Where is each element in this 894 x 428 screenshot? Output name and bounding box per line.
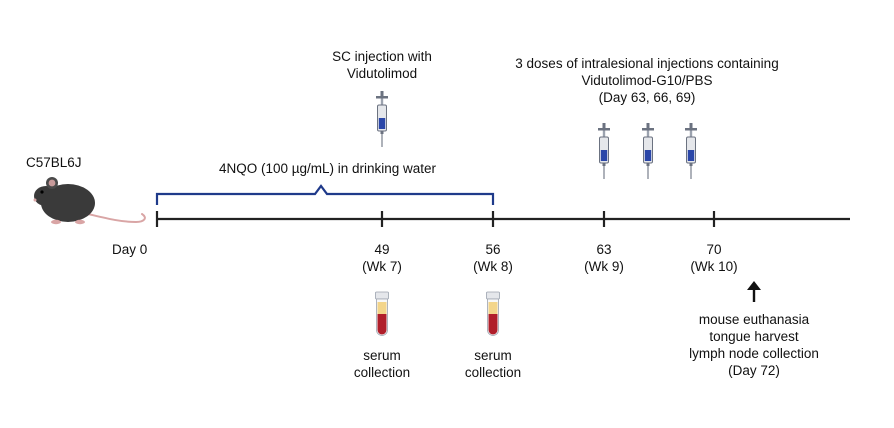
sc-injection-line1: SC injection with [332,49,432,64]
endpoint-line1: mouse euthanasia [698,312,810,327]
sc-injection-line2: Vidutolimod [346,66,418,81]
up-arrow-icon [747,281,761,302]
serum-line2: collection [464,365,522,380]
serum-collection-label: serum collection [448,347,538,381]
tick-label-56: 56 (Wk 8) [453,241,533,275]
tick-week: (Wk 8) [473,259,513,274]
mouse-icon [33,177,146,225]
serum-line1: serum [363,348,401,363]
tick-week: (Wk 9) [584,259,624,274]
tick-label-63: 63 (Wk 9) [564,241,644,275]
intralesional-line1: 3 doses of intralesional injections cont… [515,56,779,71]
mouse-strain-label: C57BL6J [26,155,82,170]
day0-label: Day 0 [112,242,148,257]
tick-label-70: 70 (Wk 10) [674,241,754,275]
sc-injection-label: SC injection with Vidutolimod [282,48,482,82]
tick-day: 70 [706,242,722,257]
treatment-label: 4NQO (100 µg/mL) in drinking water [218,161,437,176]
tick-day: 56 [485,242,501,257]
intralesional-line3: (Day 63, 66, 69) [598,90,696,105]
tick-day: 49 [374,242,390,257]
tick-week: (Wk 10) [690,259,738,274]
intralesional-line2: Vidutolimod-G10/PBS [581,73,713,88]
tick-day: 63 [596,242,612,257]
serum-line1: serum [474,348,512,363]
syringe-icon [641,122,655,180]
treatment-bracket [155,184,495,205]
endpoint-line3: lymph node collection [689,346,819,361]
intralesional-label: 3 doses of intralesional injections cont… [486,55,808,106]
endpoint-line4: (Day 72) [728,363,780,378]
blood-tube-icon [486,291,500,336]
syringe-icon [684,122,698,180]
syringe-icon [375,90,389,148]
endpoint-line2: tongue harvest [709,329,799,344]
blood-tube-icon [375,291,389,336]
tick-label-49: 49 (Wk 7) [342,241,422,275]
serum-collection-label: serum collection [337,347,427,381]
endpoint-label: mouse euthanasia tongue harvest lymph no… [664,311,844,379]
serum-line2: collection [353,365,411,380]
syringe-icon [597,122,611,180]
tick-week: (Wk 7) [362,259,402,274]
